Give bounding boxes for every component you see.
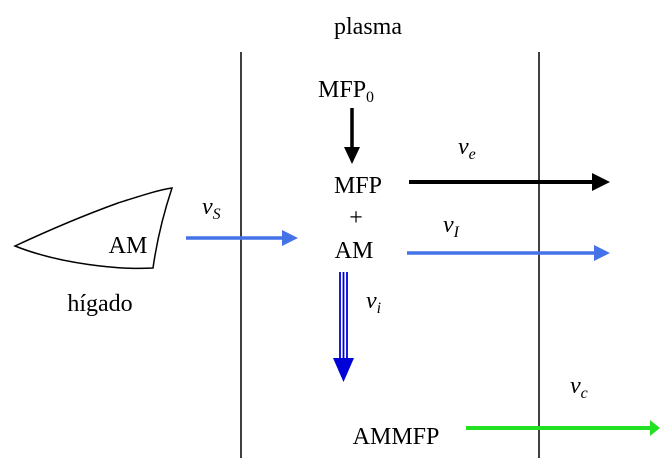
vi-label: vi	[366, 288, 381, 317]
vS-arrowhead	[282, 230, 298, 246]
plasma-label: plasma	[334, 14, 402, 40]
mfp-label: MFP	[334, 173, 382, 199]
am-label: AM	[335, 238, 374, 264]
vi-arrowhead	[333, 358, 354, 382]
vc-arrowhead	[650, 420, 660, 436]
ve-label: ve	[458, 134, 476, 163]
ve-arrowhead	[592, 173, 610, 191]
liver-am-label: AM	[109, 233, 148, 259]
vI-arrowhead	[594, 245, 610, 261]
mfp0-label: MFP0	[318, 77, 374, 106]
vI-label: vI	[443, 212, 460, 241]
mfp0-to-mfp-arrowhead	[344, 147, 360, 164]
plus-sign: +	[349, 205, 363, 231]
liver-shape	[13, 187, 174, 270]
vc-label: vc	[570, 373, 588, 402]
ammfp-label: AMMFP	[353, 424, 440, 450]
vS-label: vS	[202, 194, 221, 223]
liver-label: hígado	[67, 291, 132, 317]
